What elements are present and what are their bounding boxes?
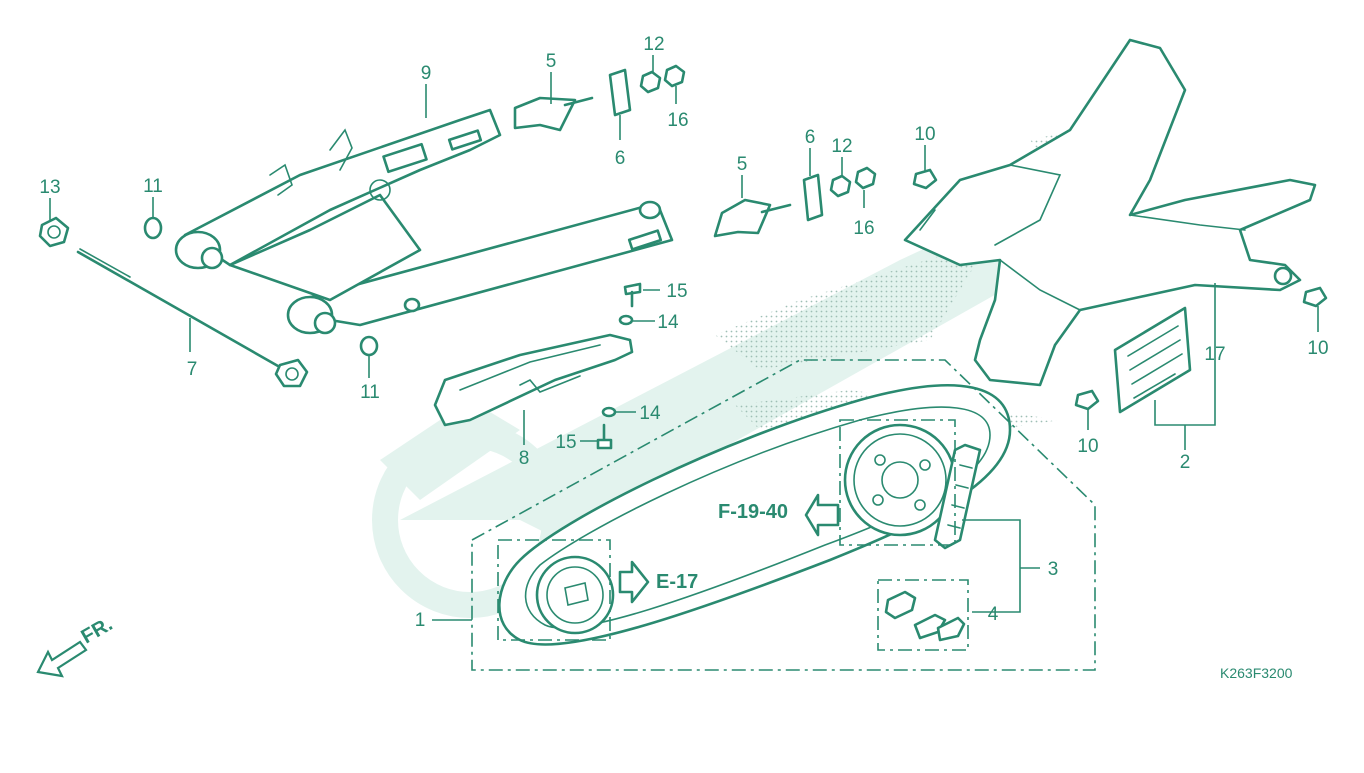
callout-9: 9 <box>421 63 432 84</box>
callout-3: 3 <box>1048 559 1059 580</box>
callout-6a: 6 <box>615 148 626 169</box>
driven-sprocket <box>843 423 957 537</box>
screws-15-washers-14 <box>596 282 642 450</box>
nut-13 <box>38 216 70 248</box>
callout-7: 7 <box>187 359 198 380</box>
callout-10b: 10 <box>1307 338 1328 359</box>
callout-10a: 10 <box>914 124 935 145</box>
front-indicator: FR. <box>78 613 117 648</box>
chain-adjuster-right <box>713 166 877 238</box>
callout-1: 1 <box>415 610 426 631</box>
leader-lines <box>49 55 1319 621</box>
chain-slider <box>433 333 634 427</box>
callout-8: 8 <box>519 448 530 469</box>
swingarm <box>174 108 674 335</box>
ref-arrow-sprocket <box>618 560 650 604</box>
callout-6b: 6 <box>805 127 816 148</box>
drive-sprocket <box>535 555 615 635</box>
callout-numbers: 1 2 3 4 5 5 6 6 7 8 9 10 10 10 11 11 12 … <box>39 34 1328 631</box>
callout-2: 2 <box>1180 452 1191 473</box>
callout-5b: 5 <box>737 154 748 175</box>
callout-15b: 15 <box>555 432 576 453</box>
callout-5a: 5 <box>546 51 557 72</box>
bolts-10 <box>912 168 1328 411</box>
chain-cover-frame <box>471 359 1096 671</box>
collar-11a <box>143 216 163 240</box>
callout-14a: 14 <box>657 312 679 333</box>
callout-15a: 15 <box>666 281 687 302</box>
chain-joint <box>884 590 966 642</box>
callout-17: 17 <box>1204 344 1225 365</box>
callout-14b: 14 <box>639 403 661 424</box>
pivot-bolt <box>76 248 309 388</box>
callout-12a: 12 <box>643 34 664 55</box>
chain-adjuster-left <box>513 64 686 132</box>
callout-11b: 11 <box>360 382 380 403</box>
chain-ref-label: F-19-40 <box>718 501 788 523</box>
caution-label <box>1113 306 1192 414</box>
callout-16a: 16 <box>667 110 688 131</box>
rear-fender <box>903 38 1317 387</box>
callout-11a: 11 <box>143 176 163 197</box>
front-arrow-icon <box>36 640 88 678</box>
ref-arrow-chain <box>804 493 840 537</box>
sprocket-ref-label: E-17 <box>656 571 698 593</box>
callout-12b: 12 <box>831 136 852 157</box>
callout-10c: 10 <box>1077 436 1098 457</box>
callout-4: 4 <box>988 604 999 625</box>
sprocket-detail-frame <box>497 539 611 641</box>
collar-11b <box>359 335 379 357</box>
callout-13: 13 <box>39 177 60 198</box>
callout-16b: 16 <box>853 218 874 239</box>
diagram-code: K263F3200 <box>1220 665 1293 681</box>
